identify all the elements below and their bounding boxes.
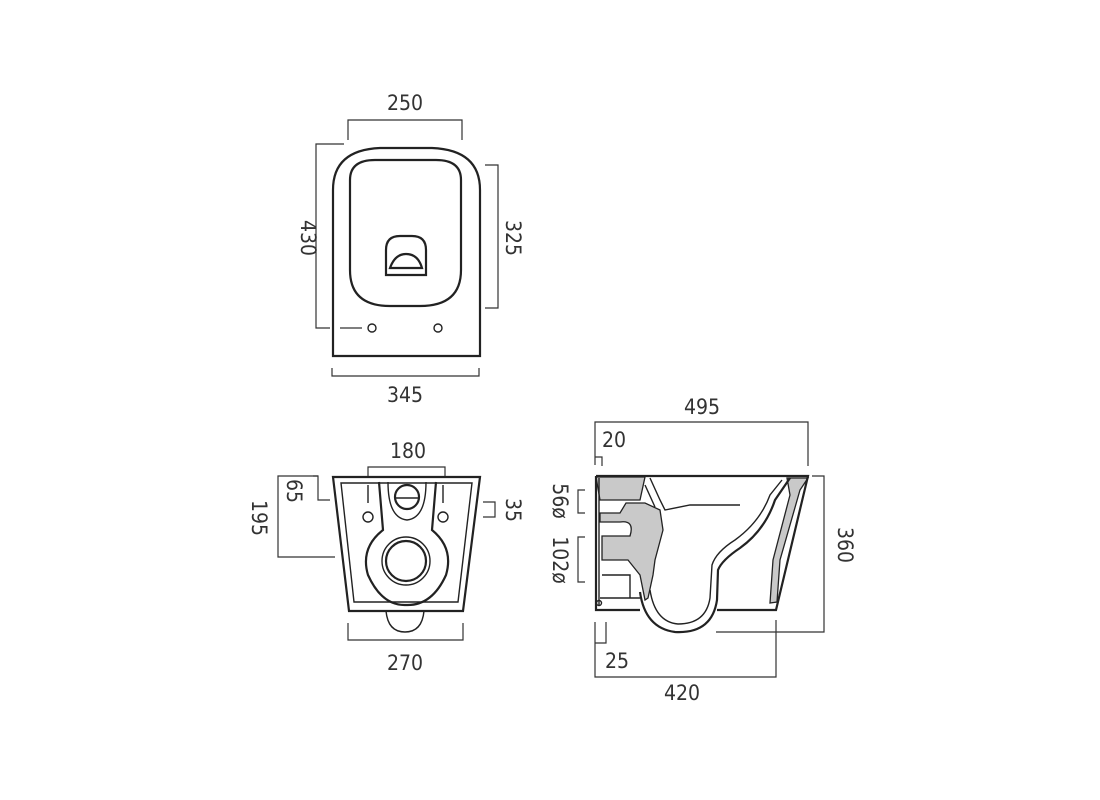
rim-section-rear [595, 476, 646, 501]
dim-label-56: 56ø [548, 483, 572, 519]
dim-250 [347, 119, 463, 140]
dim-420 [594, 620, 777, 678]
dim-102 [577, 536, 585, 583]
dim-270 [347, 623, 464, 641]
dim-345 [331, 368, 480, 377]
pan-outline [331, 146, 482, 358]
rim-channel [644, 484, 656, 508]
dim-label-195: 195 [247, 500, 271, 536]
dim-25 [595, 622, 607, 644]
fixing-point [595, 599, 603, 607]
top-view: 250 430 325 345 [296, 91, 525, 407]
dim-label-25: 25 [605, 649, 629, 673]
dim-65 [313, 475, 330, 501]
bowl-rim [649, 477, 740, 511]
dim-56 [577, 489, 585, 514]
dim-label-360: 360 [833, 527, 857, 563]
fixing-hole [362, 511, 374, 523]
base-detail [600, 574, 640, 599]
dim-360 [716, 475, 825, 633]
dim-label-65: 65 [282, 479, 306, 503]
outlet-spigot [385, 610, 425, 633]
dim-label-345: 345 [387, 383, 423, 407]
side-outline [594, 474, 810, 612]
dim-label-250: 250 [387, 91, 423, 115]
inner-outline [340, 482, 473, 603]
inlet-circle [393, 483, 421, 511]
dim-label-180: 180 [390, 439, 426, 463]
trap-inner [649, 479, 783, 625]
front-outline [331, 475, 482, 613]
dim-label-270: 270 [387, 651, 423, 675]
dim-label-35: 35 [501, 498, 525, 522]
dim-195 [277, 475, 335, 558]
fixing-hole [437, 511, 449, 523]
dim-label-420: 420 [664, 681, 700, 705]
dim-20 [595, 456, 603, 466]
outlet-circle [384, 539, 428, 583]
flush-outlet [384, 234, 428, 277]
dim-495 [594, 421, 809, 466]
dim-label-102: 102ø [548, 536, 572, 584]
outlet-ring [381, 536, 431, 586]
dim-325 [485, 164, 499, 309]
dim-35 [483, 501, 496, 518]
inlet-section [599, 502, 664, 602]
trap-curve [638, 477, 791, 634]
dim-label-495: 495 [684, 395, 720, 419]
side-view: 495 20 56ø 102ø 360 25 420 [548, 395, 857, 705]
dim-430 [315, 143, 344, 329]
front-view: 180 65 195 35 270 [247, 439, 525, 675]
rear-profile [364, 481, 450, 607]
fixing-hole [367, 323, 377, 333]
dim-180 [367, 466, 446, 476]
dim-label-430: 430 [296, 220, 320, 256]
dim-label-325: 325 [501, 220, 525, 256]
fixing-hole [433, 323, 443, 333]
inlet-surround [387, 481, 427, 521]
dim-label-20: 20 [602, 428, 626, 452]
seat-outline [348, 158, 463, 308]
